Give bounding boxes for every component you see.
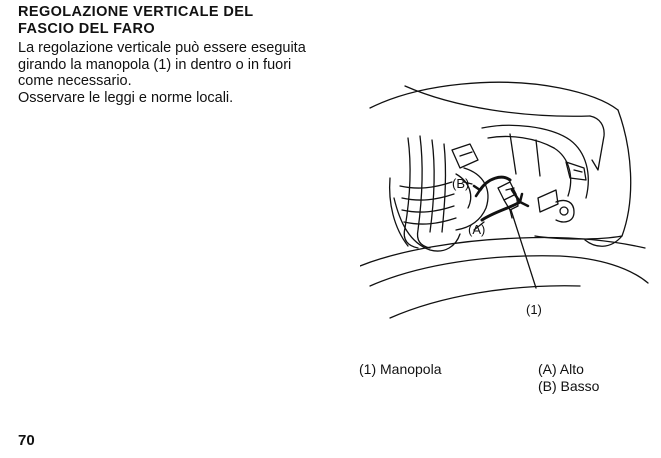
body-line-2: girando la manopola (1) in dentro o in f…: [18, 56, 292, 73]
section-heading: REGOLAZIONE VERTICALE DEL FASCIO DEL FAR…: [18, 4, 338, 38]
instruction-paragraph: La regolazione verticale può essere eseg…: [18, 40, 338, 106]
legend-down: (B) Basso: [538, 378, 600, 394]
legend-knob: (1) Manopola: [359, 361, 442, 377]
headlight-adjustment-illustration: (B) (A) (1): [360, 78, 650, 328]
figure-label-b: (B): [452, 176, 469, 191]
heading-line-1: REGOLAZIONE VERTICALE DEL: [18, 4, 254, 20]
figure-label-a: (A): [468, 222, 485, 237]
body-line-1: La regolazione verticale può essere eseg…: [18, 40, 306, 56]
legend-directions: (A) Alto (B) Basso: [538, 361, 599, 395]
legend-up: (A) Alto: [538, 361, 584, 377]
heading-line-2: FASCIO DEL FARO: [18, 21, 156, 37]
body-line-4: Osservare le leggi e norme locali.: [18, 89, 234, 106]
figure-label-knob: (1): [526, 302, 542, 317]
body-line-3: come necessario.: [18, 73, 132, 89]
illustration-svg: (B) (A) (1): [360, 81, 649, 319]
page-number: 70: [18, 432, 35, 449]
